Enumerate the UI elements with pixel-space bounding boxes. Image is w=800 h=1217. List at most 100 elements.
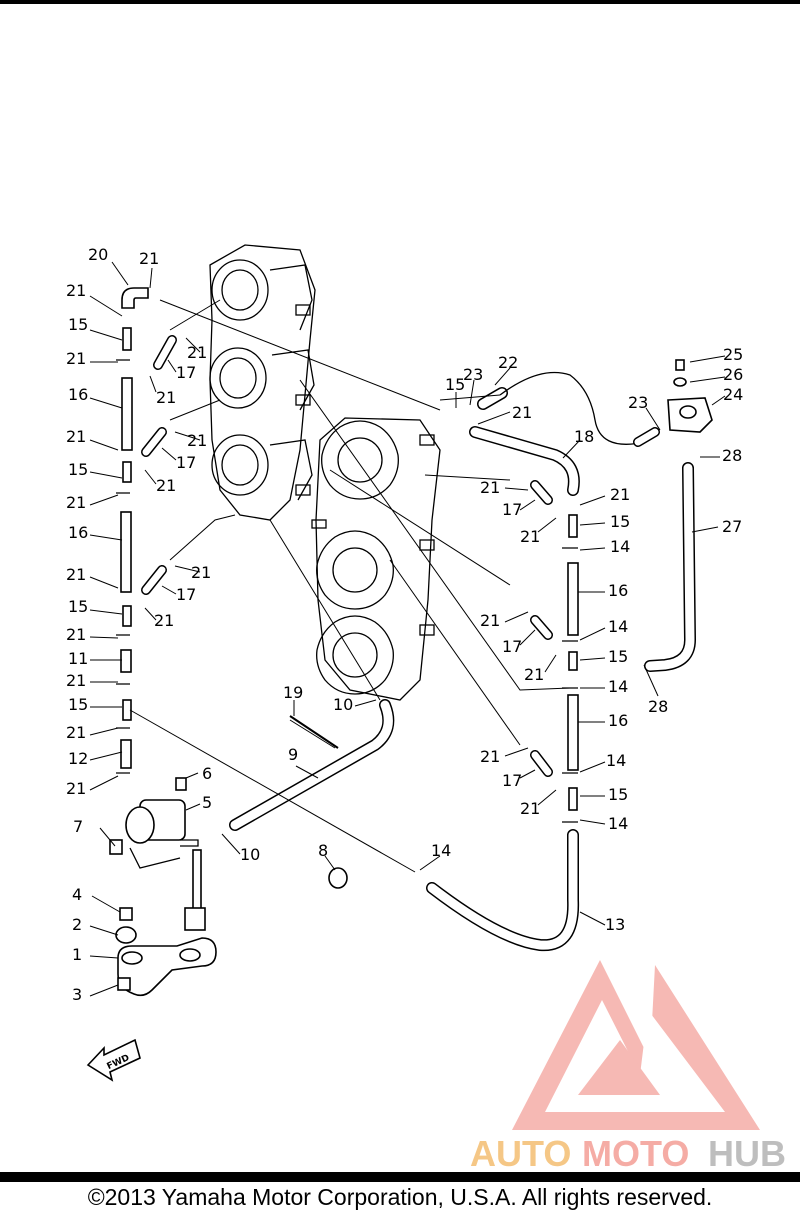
label-21: 21 bbox=[66, 427, 86, 446]
left-hose-column bbox=[116, 287, 149, 774]
label-20: 20 bbox=[88, 245, 108, 264]
label-17: 17 bbox=[502, 637, 522, 656]
label-14: 14 bbox=[608, 814, 628, 833]
label-21: 21 bbox=[66, 671, 86, 690]
label-14: 14 bbox=[606, 751, 626, 770]
carburetor-assembly bbox=[209, 244, 441, 701]
label-21: 21 bbox=[524, 665, 544, 684]
label-9: 9 bbox=[288, 745, 298, 764]
logo-text-moto: MOTO bbox=[582, 1133, 689, 1174]
fuel-hose-13-inner bbox=[427, 830, 578, 950]
label-21: 21 bbox=[480, 478, 500, 497]
label-14: 14 bbox=[608, 677, 628, 696]
label-18: 18 bbox=[574, 427, 594, 446]
label-16: 16 bbox=[608, 711, 628, 730]
label-16: 16 bbox=[68, 523, 88, 542]
label-17: 17 bbox=[176, 585, 196, 604]
leader-lines bbox=[129, 299, 571, 873]
label-4: 4 bbox=[72, 885, 82, 904]
label-21: 21 bbox=[480, 611, 500, 630]
label-21: 21 bbox=[66, 281, 86, 300]
fuel-hose-9-inner bbox=[230, 700, 393, 830]
label-13: 13 bbox=[605, 915, 625, 934]
cable-tie-19 bbox=[289, 715, 339, 749]
label-21: 21 bbox=[66, 493, 86, 512]
label-21: 21 bbox=[187, 343, 207, 362]
label-17: 17 bbox=[176, 363, 196, 382]
label-21: 21 bbox=[610, 485, 630, 504]
label-11: 11 bbox=[68, 649, 88, 668]
vent-line bbox=[499, 371, 641, 445]
callout-leaders bbox=[89, 261, 726, 997]
label-22: 22 bbox=[498, 353, 518, 372]
label-10: 10 bbox=[240, 845, 260, 864]
label-6: 6 bbox=[202, 764, 212, 783]
label-26: 26 bbox=[723, 365, 743, 384]
label-19: 19 bbox=[283, 683, 303, 702]
bottom-border bbox=[0, 1172, 800, 1182]
label-21: 21 bbox=[66, 625, 86, 644]
part-labels: 20 21 21 15 21 17 21 21 16 21 21 17 15 2… bbox=[66, 245, 743, 1004]
label-17: 17 bbox=[502, 771, 522, 790]
label-21: 21 bbox=[187, 431, 207, 450]
label-21: 21 bbox=[66, 565, 86, 584]
label-10: 10 bbox=[333, 695, 353, 714]
label-21: 21 bbox=[66, 723, 86, 742]
label-21: 21 bbox=[520, 799, 540, 818]
logo-text-auto: AUTO bbox=[470, 1133, 571, 1174]
fuel-filter-bracket bbox=[667, 359, 713, 433]
automotohub-logo: AUTO MOTO HUB bbox=[470, 960, 786, 1174]
label-21: 21 bbox=[66, 779, 86, 798]
label-23: 23 bbox=[463, 365, 483, 384]
label-16: 16 bbox=[68, 385, 88, 404]
label-27: 27 bbox=[722, 517, 742, 536]
label-21: 21 bbox=[66, 349, 86, 368]
label-28: 28 bbox=[648, 697, 668, 716]
label-21: 21 bbox=[191, 563, 211, 582]
label-3: 3 bbox=[72, 985, 82, 1004]
label-8: 8 bbox=[318, 841, 328, 860]
short-hoses-17 bbox=[141, 335, 553, 777]
label-14: 14 bbox=[608, 617, 628, 636]
label-28: 28 bbox=[722, 446, 742, 465]
throttle-bore-3 bbox=[316, 615, 394, 695]
label-21: 21 bbox=[480, 747, 500, 766]
label-5: 5 bbox=[202, 793, 212, 812]
label-15: 15 bbox=[608, 647, 628, 666]
label-17: 17 bbox=[502, 500, 522, 519]
label-1: 1 bbox=[72, 945, 82, 964]
label-24: 24 bbox=[723, 385, 743, 404]
label-21: 21 bbox=[156, 476, 176, 495]
label-21: 21 bbox=[154, 611, 174, 630]
label-14: 14 bbox=[610, 537, 630, 556]
label-15: 15 bbox=[68, 460, 88, 479]
label-15: 15 bbox=[445, 375, 465, 394]
label-23: 23 bbox=[628, 393, 648, 412]
label-15: 15 bbox=[68, 315, 88, 334]
label-15: 15 bbox=[610, 512, 630, 531]
throttle-bore-2 bbox=[316, 530, 394, 610]
label-14: 14 bbox=[431, 841, 451, 860]
fuel-pump bbox=[109, 777, 206, 931]
top-border bbox=[0, 0, 800, 4]
label-15: 15 bbox=[68, 597, 88, 616]
label-17: 17 bbox=[176, 453, 196, 472]
label-21: 21 bbox=[156, 388, 176, 407]
small-part-8 bbox=[328, 867, 348, 889]
copyright-notice: ©2013 Yamaha Motor Corporation, U.S.A. A… bbox=[87, 1184, 713, 1210]
label-21: 21 bbox=[139, 249, 159, 268]
mounting-bracket bbox=[115, 907, 217, 997]
label-16: 16 bbox=[608, 581, 628, 600]
fwd-arrow: FWD bbox=[86, 1038, 141, 1082]
label-15: 15 bbox=[608, 785, 628, 804]
label-7: 7 bbox=[73, 817, 83, 836]
label-21: 21 bbox=[512, 403, 532, 422]
label-15: 15 bbox=[68, 695, 88, 714]
label-2: 2 bbox=[72, 915, 82, 934]
logo-text-hub: HUB bbox=[708, 1133, 786, 1174]
right-hose-column bbox=[562, 514, 579, 823]
label-12: 12 bbox=[68, 749, 88, 768]
label-21: 21 bbox=[520, 527, 540, 546]
throttle-bore-1 bbox=[321, 420, 399, 500]
